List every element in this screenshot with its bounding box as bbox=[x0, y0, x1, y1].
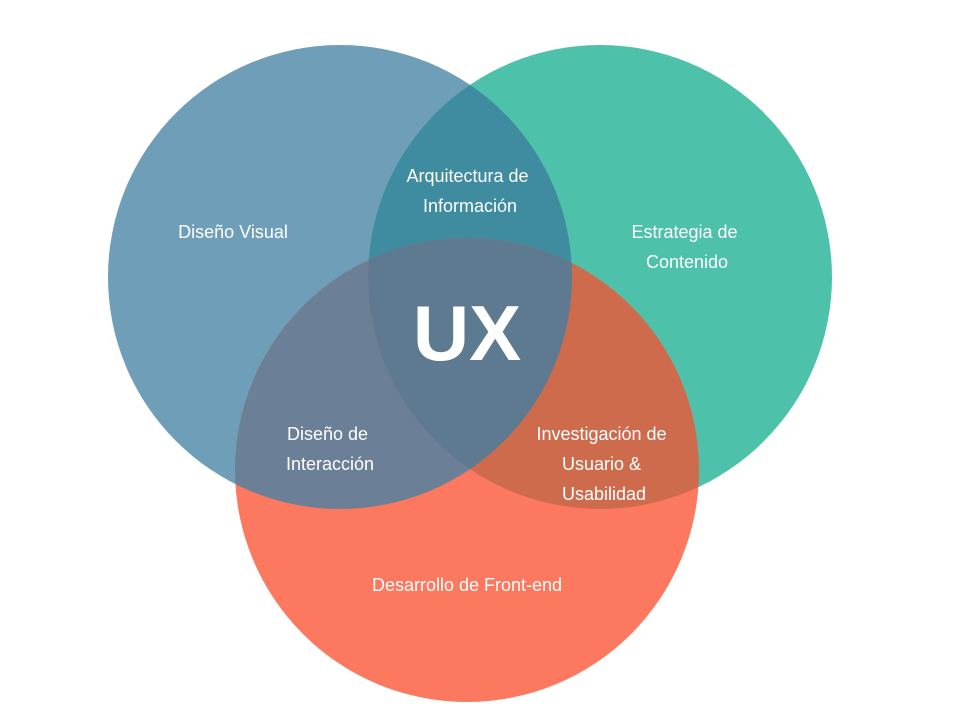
overlap-visual-frontend bbox=[235, 238, 572, 509]
label-information-architecture-line-2: Información bbox=[423, 196, 517, 216]
label-information-architecture: Arquitectura de Información bbox=[406, 166, 533, 216]
label-frontend-development: Desarrollo de Front-end bbox=[372, 575, 562, 595]
label-user-research-line-3: Usabilidad bbox=[562, 484, 646, 504]
label-user-research-line-1: Investigación de bbox=[536, 424, 666, 444]
label-content-strategy-line-1: Estrategia de bbox=[631, 222, 737, 242]
label-interaction-design: Diseño de Interacción bbox=[286, 424, 374, 474]
label-content-strategy-line-2: Contenido bbox=[646, 252, 728, 272]
label-information-architecture-line-1: Arquitectura de bbox=[406, 166, 528, 186]
label-user-research-line-2: Usuario & bbox=[562, 454, 641, 474]
label-interaction-design-line-1: Diseño de bbox=[287, 424, 368, 444]
label-visual-design: Diseño Visual bbox=[178, 222, 288, 242]
label-user-research: Investigación de Usuario & Usabilidad bbox=[536, 424, 671, 504]
label-ux-center: UX bbox=[413, 289, 521, 377]
label-content-strategy: Estrategia de Contenido bbox=[631, 222, 742, 272]
label-interaction-design-line-2: Interacción bbox=[286, 454, 374, 474]
